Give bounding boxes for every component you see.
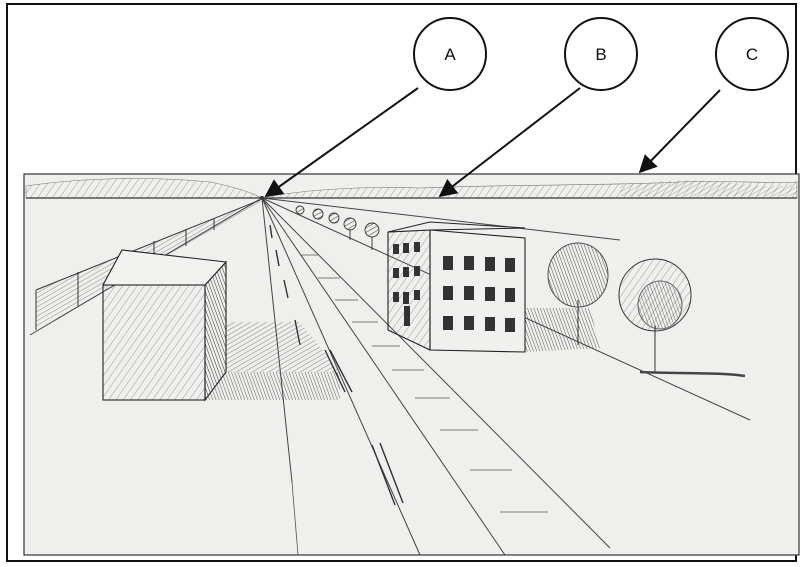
callout-a-label: A <box>444 45 456 64</box>
callout-c-circle-icon <box>715 17 789 91</box>
building-windows <box>393 242 515 332</box>
street-trees <box>295 205 380 250</box>
large-trees <box>547 242 746 378</box>
callout-c-label: C <box>746 45 758 64</box>
callout-arrows <box>264 87 721 198</box>
hills-shading <box>620 180 797 196</box>
callout-a: A <box>413 17 487 91</box>
arrow-a <box>264 87 419 198</box>
lane-dashes <box>269 224 404 506</box>
callout-b: B <box>564 17 638 91</box>
callout-b-label: B <box>595 45 606 64</box>
arrow-b <box>438 87 581 198</box>
callout-a-circle-icon <box>413 17 487 91</box>
box-building <box>102 249 340 402</box>
sketch-image <box>23 173 800 556</box>
office-building <box>387 221 600 353</box>
road-edge-extension <box>291 481 299 556</box>
callout-b-circle-icon <box>564 17 638 91</box>
callout-c: C <box>715 17 789 91</box>
arrow-c <box>638 89 721 174</box>
sidewalk-slabs <box>300 254 548 513</box>
